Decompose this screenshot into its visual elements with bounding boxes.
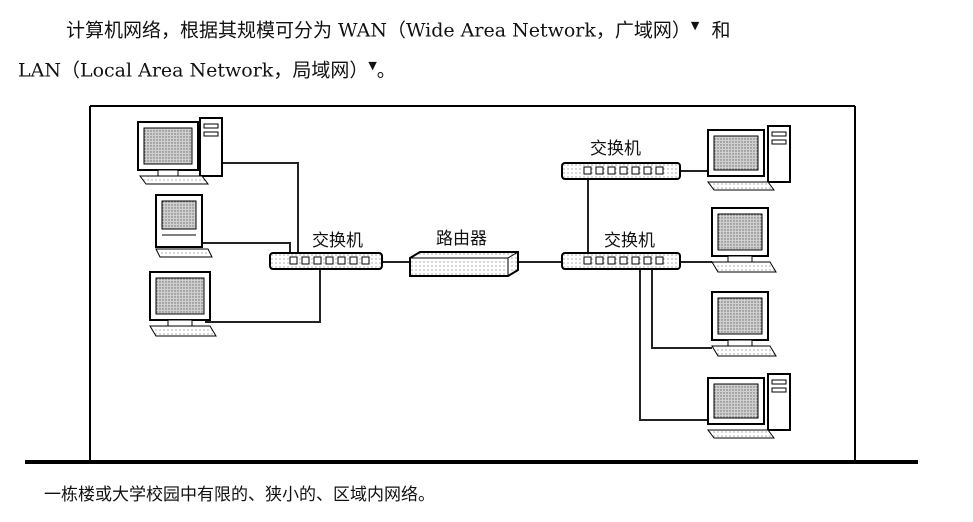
intro-line-2-tail: 。 — [376, 59, 396, 82]
diagram-frame — [25, 105, 918, 464]
computer-icon — [149, 271, 217, 337]
router-label: 路由器 — [436, 229, 487, 249]
cable-pc1-switch — [215, 162, 299, 253]
intro-line-2-text: LAN（Local Area Network，局域网） — [18, 59, 369, 82]
footnote-marker-wan[interactable]: ▼ — [690, 19, 700, 32]
cable-switch-pc7 — [639, 268, 712, 421]
intro-line-1-tail: 和 — [711, 19, 731, 42]
cable-pc2-switch — [200, 242, 291, 253]
intro-line-1: 计算机网络，根据其规模可分为 WAN（Wide Area Network，广域网… — [66, 6, 730, 50]
network-switch — [269, 252, 383, 270]
computer-icon — [137, 117, 223, 185]
cable-switch-pc6 — [651, 268, 712, 349]
computer-icon — [707, 373, 791, 439]
intro-line-2: LAN（Local Area Network，局域网）▼。 — [18, 46, 396, 90]
cable-pc3-switch — [205, 268, 321, 323]
computer-icon — [155, 194, 213, 258]
switch-left-label: 交换机 — [312, 231, 363, 251]
footnote-text: 一栋楼或大学校园中有限的、狭小的、区域内网络。 — [44, 485, 435, 505]
router-icon — [409, 251, 519, 277]
intro-line-1-text: 计算机网络，根据其规模可分为 WAN（Wide Area Network，广域网… — [66, 19, 691, 42]
network-cables — [200, 162, 712, 421]
network-switch — [561, 162, 681, 180]
footnote-marker-lan[interactable]: ▼ — [368, 59, 377, 72]
network-switch — [561, 252, 681, 270]
switch-right-top-label: 交换机 — [590, 139, 641, 159]
computer-icon — [711, 291, 777, 357]
computer-icon — [707, 125, 791, 191]
switch-right-main-label: 交换机 — [604, 231, 655, 251]
computer-icon — [711, 207, 777, 273]
